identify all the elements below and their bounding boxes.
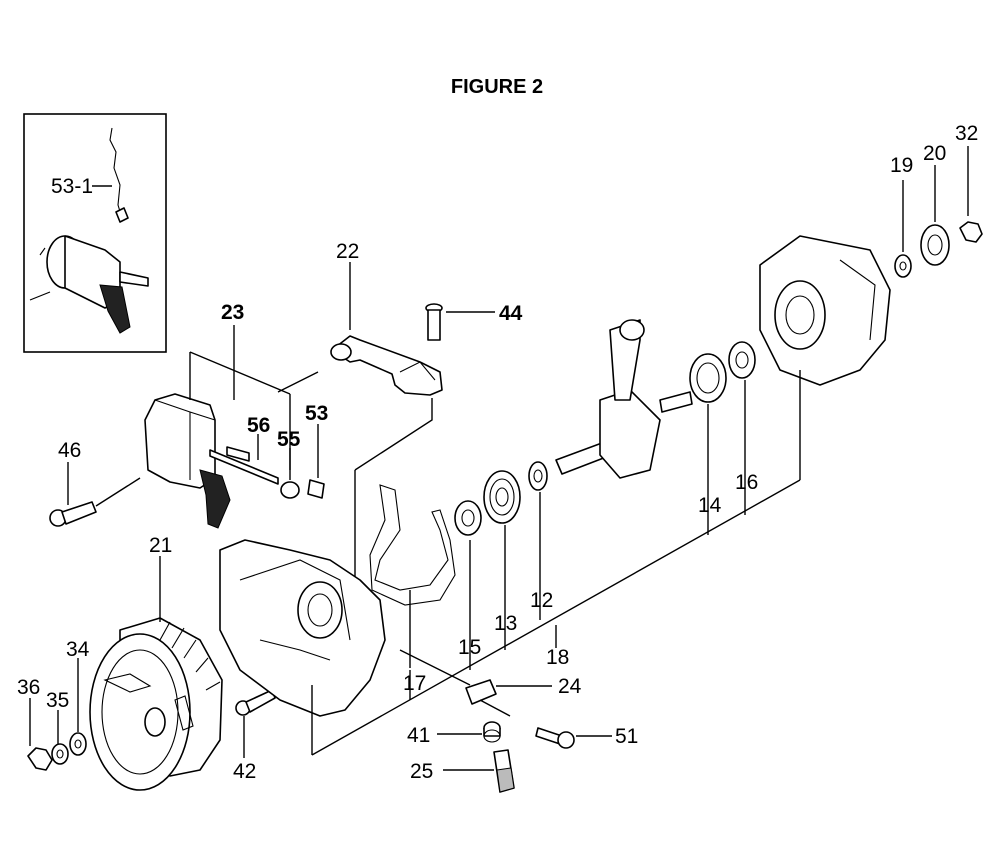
label-36: 36 bbox=[17, 676, 40, 699]
label-51: 51 bbox=[615, 725, 638, 748]
part-22-bracket bbox=[330, 335, 443, 396]
label-46: 46 bbox=[58, 439, 81, 462]
part-36-nut bbox=[27, 747, 53, 771]
figure-title: FIGURE 2 bbox=[451, 76, 543, 98]
label-24: 24 bbox=[558, 675, 582, 698]
label-21: 21 bbox=[149, 534, 172, 557]
part-16-oil-seal bbox=[728, 341, 756, 379]
bracket-18-lines bbox=[311, 370, 801, 756]
label-56: 56 bbox=[247, 414, 270, 437]
part-24-plate bbox=[465, 679, 497, 705]
inset-box: 53-1 bbox=[23, 113, 167, 353]
label-16: 16 bbox=[735, 471, 758, 494]
label-44: 44 bbox=[499, 302, 523, 325]
part-51-screw bbox=[535, 727, 575, 749]
label-35: 35 bbox=[46, 689, 69, 712]
label-25: 25 bbox=[410, 760, 433, 783]
part-46-bolt bbox=[49, 501, 97, 527]
part-56-pin bbox=[226, 446, 250, 462]
label-42: 42 bbox=[233, 760, 256, 783]
part-19-washer bbox=[894, 254, 912, 278]
part-35-washer bbox=[51, 743, 69, 765]
label-14: 14 bbox=[698, 494, 722, 517]
part-17-gasket bbox=[369, 484, 456, 606]
label-34: 34 bbox=[66, 638, 90, 661]
crankcase-right bbox=[759, 235, 891, 386]
label-23: 23 bbox=[221, 301, 244, 324]
label-41: 41 bbox=[407, 724, 430, 747]
label-22: 22 bbox=[336, 240, 359, 263]
part-23-ignition-coil bbox=[144, 393, 279, 529]
part-15-oil-seal bbox=[454, 500, 482, 536]
label-53: 53 bbox=[305, 402, 328, 425]
label-55: 55 bbox=[277, 428, 301, 451]
label-17: 17 bbox=[403, 672, 426, 695]
ignition-coil-inset bbox=[29, 235, 149, 334]
crankcase-left bbox=[219, 539, 386, 717]
part-41-spacer bbox=[483, 721, 501, 743]
part-25-bolt bbox=[493, 749, 515, 793]
part-13-bearing bbox=[483, 470, 521, 524]
label-18: 18 bbox=[546, 646, 569, 669]
part-34-washer bbox=[69, 732, 87, 756]
label-12: 12 bbox=[530, 589, 553, 612]
part-20-hub bbox=[920, 224, 950, 266]
crankshaft-assembly bbox=[555, 319, 693, 479]
part-21-flywheel bbox=[89, 617, 223, 791]
label-19: 19 bbox=[890, 154, 913, 177]
part-53-terminal bbox=[307, 479, 325, 499]
label-32: 32 bbox=[955, 122, 978, 145]
part-32-nut bbox=[959, 221, 983, 243]
part-42-bolt bbox=[235, 689, 276, 716]
part-14-bearing bbox=[689, 353, 727, 403]
part-44-screw bbox=[425, 303, 443, 341]
part-12-washer bbox=[528, 461, 548, 491]
part-55-cap bbox=[280, 481, 300, 499]
label-53-1: 53-1 bbox=[51, 175, 93, 198]
label-20: 20 bbox=[923, 142, 946, 165]
